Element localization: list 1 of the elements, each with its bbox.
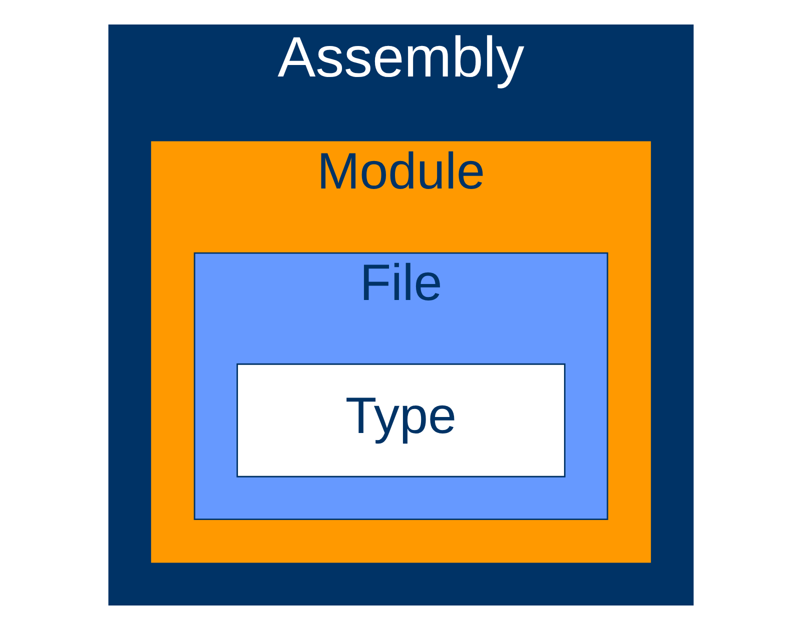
node-box: Type: [236, 363, 565, 478]
